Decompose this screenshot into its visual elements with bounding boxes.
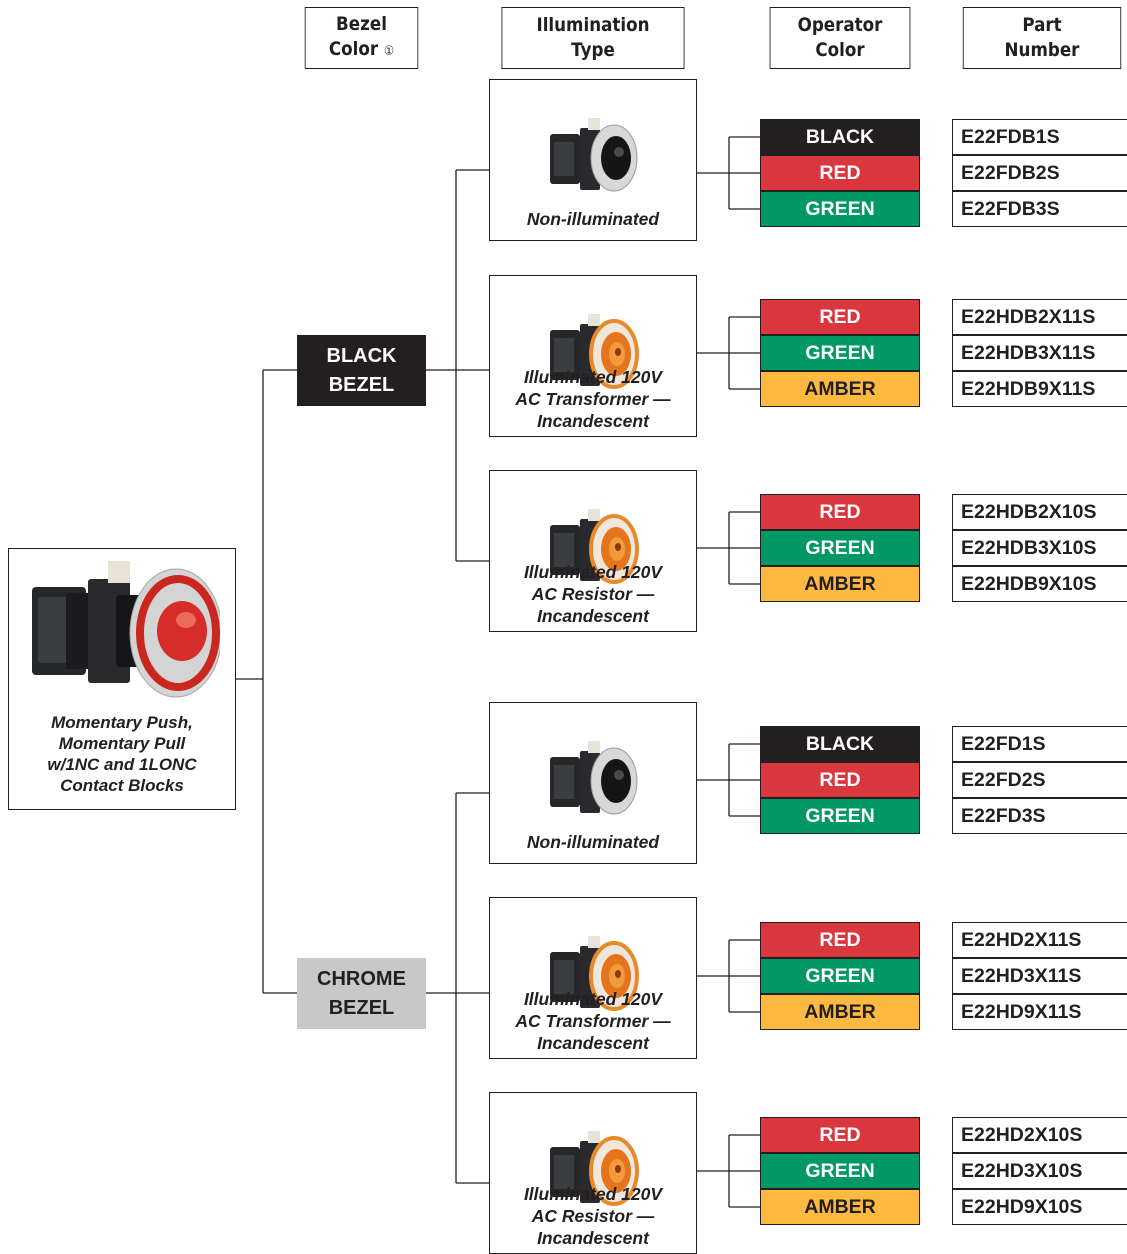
operator-color-amber: AMBER (760, 566, 920, 602)
part-number: E22HD3X11S (952, 958, 1127, 994)
illumination-caption: Non-illuminated (490, 831, 696, 853)
operator-color-green: GREEN (760, 1153, 920, 1189)
part-number: E22HDB3X11S (952, 335, 1127, 371)
caption-line: Non-illuminated (490, 208, 696, 230)
pushbutton-thumbnail-image (544, 739, 644, 819)
operator-color-red: RED (760, 155, 920, 191)
caption-line: w/1NC and 1LONC (9, 754, 235, 775)
part-number: E22HD2X10S (952, 1117, 1127, 1153)
operator-color-green: GREEN (760, 958, 920, 994)
caption-line: Non-illuminated (490, 831, 696, 853)
part-number: E22HDB9X10S (952, 566, 1127, 602)
part-number: E22HD9X11S (952, 994, 1127, 1030)
part-number: E22HDB2X11S (952, 299, 1127, 335)
operator-color-amber: AMBER (760, 371, 920, 407)
caption-line: Incandescent (490, 1032, 696, 1054)
caption-line: Contact Blocks (9, 775, 235, 796)
operator-color-amber: AMBER (760, 994, 920, 1030)
caption-line: Incandescent (490, 410, 696, 432)
caption-line: AC Resistor — (490, 1205, 696, 1227)
caption-line: Incandescent (490, 605, 696, 627)
main-product-box: Momentary Push, Momentary Pull w/1NC and… (8, 548, 236, 810)
operator-color-green: GREEN (760, 335, 920, 371)
operator-color-green: GREEN (760, 191, 920, 227)
bezel-chrome-line2: BEZEL (329, 994, 395, 1023)
part-number: E22FDB3S (952, 191, 1127, 227)
operator-color-red: RED (760, 1117, 920, 1153)
part-number: E22FDB1S (952, 119, 1127, 155)
bezel-chrome-line1: CHROME (317, 965, 406, 994)
part-number: E22HDB9X11S (952, 371, 1127, 407)
part-number: E22HDB2X10S (952, 494, 1127, 530)
operator-color-red: RED (760, 299, 920, 335)
illumination-box: Non-illuminated (489, 79, 697, 241)
caption-line: AC Resistor — (490, 583, 696, 605)
part-number: E22FD3S (952, 798, 1127, 834)
caption-line: Illuminated 120V (490, 988, 696, 1010)
bezel-chrome: CHROME BEZEL (297, 958, 426, 1029)
caption-line: AC Transformer — (490, 388, 696, 410)
illumination-caption: Non-illuminated (490, 208, 696, 230)
caption-line: Illuminated 120V (490, 561, 696, 583)
operator-color-green: GREEN (760, 798, 920, 834)
part-number: E22HD3X10S (952, 1153, 1127, 1189)
operator-color-green: GREEN (760, 530, 920, 566)
caption-line: AC Transformer — (490, 1010, 696, 1032)
main-product-caption: Momentary Push, Momentary Pull w/1NC and… (9, 712, 235, 796)
part-number: E22HD9X10S (952, 1189, 1127, 1225)
part-number: E22FDB2S (952, 155, 1127, 191)
operator-color-black: BLACK (760, 119, 920, 155)
operator-color-red: RED (760, 494, 920, 530)
operator-color-black: BLACK (760, 726, 920, 762)
caption-line: Illuminated 120V (490, 366, 696, 388)
part-number: E22HDB3X10S (952, 530, 1127, 566)
illumination-box: Non-illuminated (489, 702, 697, 864)
red-pushbutton-image (24, 557, 220, 707)
operator-color-amber: AMBER (760, 1189, 920, 1225)
caption-line: Illuminated 120V (490, 1183, 696, 1205)
operator-color-red: RED (760, 922, 920, 958)
caption-line: Momentary Push, (9, 712, 235, 733)
pushbutton-thumbnail-image (544, 116, 644, 196)
bezel-black-line2: BEZEL (329, 371, 395, 400)
part-number: E22HD2X11S (952, 922, 1127, 958)
caption-line: Momentary Pull (9, 733, 235, 754)
bezel-black: BLACK BEZEL (297, 335, 426, 406)
caption-line: Incandescent (490, 1227, 696, 1249)
part-number: E22FD2S (952, 762, 1127, 798)
part-number: E22FD1S (952, 726, 1127, 762)
bezel-black-line1: BLACK (327, 342, 397, 371)
operator-color-red: RED (760, 762, 920, 798)
